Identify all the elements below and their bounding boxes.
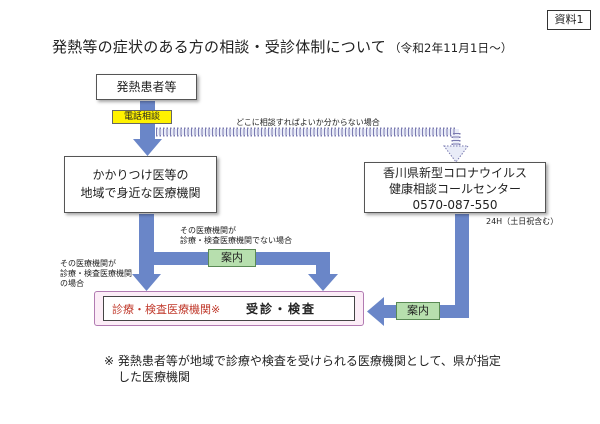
arrow-center-to-exam-head [367,297,384,326]
tag-guide-2: 案内 [396,302,440,320]
arrow-guide-branch-vertical [316,252,330,276]
title-main: 発熱等の症状のある方の相談・受診体制について [52,38,386,56]
arrow-dotted-to-center-fill [156,129,459,146]
note-is-exam-line-1: その医療機関が [60,259,116,268]
note-is-exam-line-2: 診療・検査医療機関 [60,269,132,278]
note-not-exam-line-1: その医療機関が [180,226,236,235]
footnote-line-2: した医療機関 [118,370,191,384]
page-title: 発熱等の症状のある方の相談・受診体制について（令和2年11月1日～） [52,36,513,57]
center-line-2: 健康相談コールセンター [388,182,521,196]
clinic-line-2: 地域で身近な医療機関 [80,186,201,200]
arrow-clinic-to-exam [139,214,154,276]
arrow-center-down [455,214,469,318]
note-dotted-route: どこに相談すればよいか分からない場合 [236,118,380,127]
tag-guide-1: 案内 [208,249,256,267]
exam-action-text: 受診・検査 [246,302,317,316]
exam-facility-label: 診療・検査医療機関※ [112,303,221,316]
arrow-clinic-to-exam-head [132,274,161,291]
center-phone: 0570-087-550 [412,198,498,212]
document-badge: 資料1 [547,10,591,30]
note-not-exam-line-2: 診療・検査医療機関でない場合 [180,236,292,245]
clinic-line-1: かかりつけ医等の [92,168,189,182]
arrow-dotted-to-center-head [443,145,469,163]
node-exam-inner [103,296,355,321]
arrow-patient-to-clinic-head [133,139,162,156]
note-not-exam-facility: その医療機関が 診療・検査医療機関でない場合 [180,226,292,246]
arrow-guide-branch-head [308,274,338,291]
center-hours: 24H（土日祝含む） [486,217,559,226]
note-is-exam-line-3: の場合 [60,279,84,288]
node-patient: 発熱患者等 [96,74,197,100]
center-line-1: 香川県新型コロナウイルス [382,166,527,180]
note-is-exam-facility: その医療機関が 診療・検査医療機関 の場合 [60,259,132,289]
node-call-center: 香川県新型コロナウイルス 健康相談コールセンター 0570-087-550 [364,162,546,213]
footnote-line-1: ※ 発熱患者等が地域で診療や検査を受けられる医療機関として、県が指定 [104,354,501,368]
tag-phone-consult: 電話相談 [112,110,172,124]
node-clinic: かかりつけ医等の 地域で身近な医療機関 [64,156,217,213]
footnote: ※ 発熱患者等が地域で診療や検査を受けられる医療機関として、県が指定 した医療機… [104,353,534,385]
title-date: （令和2年11月1日～） [388,41,513,55]
